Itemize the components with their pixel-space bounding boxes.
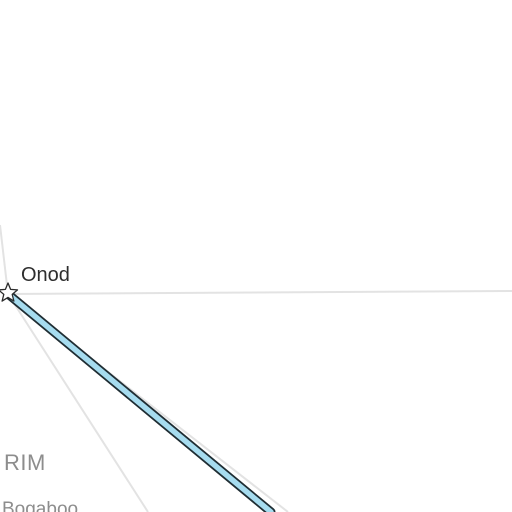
road: [7, 293, 149, 512]
area-label-rim: RIM: [4, 450, 46, 475]
star-icon: [0, 282, 19, 302]
road: [7, 290, 512, 295]
road: [0, 224, 9, 295]
area-label-bogaboo: Bogaboo: [2, 499, 79, 512]
road-network: [0, 224, 512, 512]
place-label[interactable]: Onod: [21, 264, 70, 286]
route-line: [5, 291, 274, 512]
route[interactable]: [3, 289, 276, 512]
place-marker[interactable]: [0, 282, 19, 302]
